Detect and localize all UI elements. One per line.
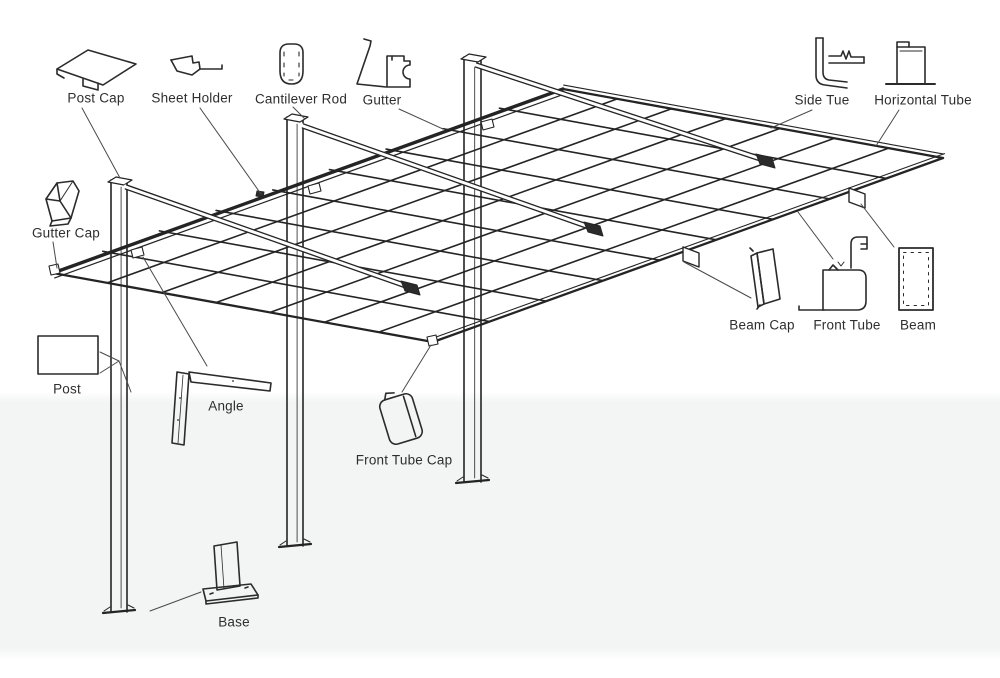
leader-base: [149, 591, 202, 612]
cross-tube: [441, 127, 831, 200]
post-foot: [101, 608, 137, 615]
angle-bracket-mark: [130, 246, 145, 259]
label-cantilever-rod: Cantilever Rod: [254, 91, 348, 107]
leader-cantilever-rod: [292, 106, 306, 120]
base-icon: [202, 541, 259, 605]
beam-stub: [682, 246, 700, 268]
rod-gusset: [583, 221, 604, 237]
corner-cap-mark: [48, 263, 61, 276]
cantilever-rod-tube: [123, 184, 415, 291]
label-post: Post: [53, 381, 81, 397]
horizontal-tube-line: [377, 147, 890, 333]
side-tube-inner: [563, 84, 945, 155]
post-foot-flare: [127, 604, 135, 609]
leader-beam-cap: [683, 261, 752, 299]
leader-post: [99, 360, 120, 374]
cantilever-rod-line: [301, 127, 595, 232]
leader-post: [118, 360, 132, 393]
beam-icon: [898, 247, 934, 311]
leader-angle: [142, 256, 208, 367]
corner-cap-mark: [426, 334, 439, 347]
post-foot-flare: [456, 476, 464, 482]
label-beam-cap: Beam Cap: [729, 317, 795, 333]
rod-gusset: [400, 280, 421, 296]
angle-icon: [171, 371, 272, 446]
horizontal-tube-line: [160, 107, 673, 294]
beam-stub: [848, 187, 866, 209]
post-foot-flare: [481, 474, 489, 479]
front-tube-cap-icon: [378, 392, 424, 446]
post-foot-flare: [103, 606, 111, 612]
cross-tube: [101, 250, 491, 323]
cross-tube: [271, 189, 661, 262]
side-tube-icon: [815, 37, 865, 89]
label-base: Base: [218, 614, 250, 630]
leader-post-cap: [81, 107, 121, 179]
post-cap-plate: [107, 176, 133, 186]
leader-front-tube: [797, 211, 834, 260]
leader-gutter: [398, 108, 444, 130]
cantilever-rod-line: [126, 184, 414, 287]
post-foot-flare: [279, 540, 287, 546]
cantilever-rod-tube: [473, 62, 770, 164]
post-icon: [37, 335, 99, 375]
cantilever-rod-line: [476, 62, 769, 160]
leader-sheet-holder: [199, 107, 262, 195]
front-tube-inner: [433, 153, 945, 339]
cross-tube: [498, 107, 888, 180]
leader-beam: [860, 203, 895, 248]
angle-bracket-mark: [307, 182, 322, 195]
label-side-tue: Side Tue: [794, 92, 850, 108]
gutter-edge: [51, 87, 565, 275]
cantilever-rod-line: [474, 66, 767, 164]
gutter-icon: [356, 38, 411, 88]
beam-cap-icon: [749, 247, 781, 310]
label-post-cap: Post Cap: [67, 90, 125, 106]
cantilever-rod-line: [124, 188, 412, 291]
label-beam: Beam: [899, 317, 937, 333]
front-tube-icon: [798, 236, 868, 311]
cross-tube: [385, 148, 774, 221]
angle-bracket-mark: [480, 118, 495, 131]
sheet-holder-icon: [170, 55, 223, 76]
leader-gutter-cap: [52, 241, 58, 269]
cantilever-rod-tube: [300, 123, 598, 232]
cantilever-rod-line: [303, 123, 597, 228]
horizontal-tube-line: [215, 117, 727, 304]
label-gutter-cap: Gutter Cap: [31, 225, 101, 241]
horizontal-tube-icon: [885, 41, 936, 85]
background-band: [0, 392, 1000, 660]
leader-front-tube-cap: [401, 344, 432, 393]
label-gutter: Gutter: [362, 92, 402, 108]
horizontal-tube-line: [323, 137, 836, 324]
post-cap-plate: [460, 53, 487, 63]
leader-post: [99, 351, 120, 362]
label-angle: Angle: [208, 398, 244, 414]
leader-lines: [52, 106, 900, 612]
cantilever-rod-icon: [279, 43, 304, 85]
rod-gusset: [755, 153, 776, 169]
label-sheet-holder: Sheet Holder: [151, 90, 233, 106]
label-horizontal-tube: Horizontal Tube: [874, 92, 972, 108]
side-tube-edge: [561, 87, 945, 160]
horizontal-tube-line: [269, 127, 781, 314]
label-front-tube: Front Tube: [813, 317, 881, 333]
leader-side-tue: [770, 109, 813, 129]
label-front-tube-cap: Front Tube Cap: [355, 452, 453, 468]
sheet-holder-clip-mark: [255, 190, 265, 198]
horizontal-tube-line: [106, 98, 619, 284]
cross-tube: [51, 271, 435, 344]
structure-wireframe: [48, 53, 945, 615]
post-foot-flare: [303, 538, 311, 543]
gutter-cap-icon: [45, 180, 80, 227]
post-cap-icon: [56, 49, 137, 91]
cross-tube: [215, 209, 604, 282]
post-foot: [454, 478, 491, 485]
leader-horizontal-tube: [875, 109, 900, 147]
post-foot: [277, 542, 313, 549]
